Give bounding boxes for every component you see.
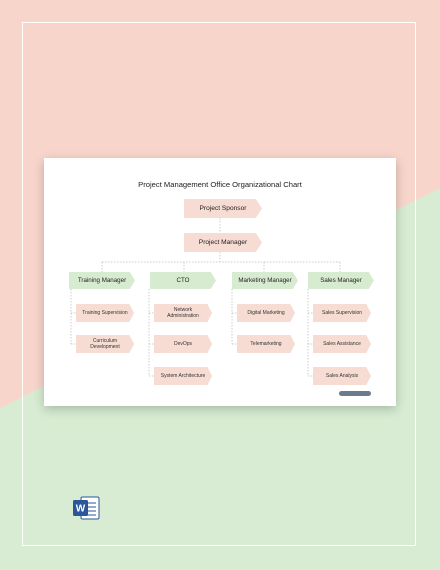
- node-system-architecture: System Architecture: [154, 367, 212, 385]
- template-logo-badge: [339, 391, 371, 396]
- node-sales-supervision: Sales Supervision: [313, 304, 371, 322]
- node-marketing-manager: Marketing Manager: [232, 272, 298, 289]
- node-sales-assistance: Sales Assistance: [313, 335, 371, 353]
- node-digital-marketing: Digital Marketing: [237, 304, 295, 322]
- node-project-manager: Project Manager: [184, 233, 262, 252]
- white-frame: [22, 22, 416, 546]
- node-training-manager: Training Manager: [69, 272, 135, 289]
- node-project-sponsor: Project Sponsor: [184, 199, 262, 218]
- node-curriculum-development: Curriculum Development: [76, 335, 134, 353]
- node-sales-analysis: Sales Analysis: [313, 367, 371, 385]
- node-devops: DevOps: [154, 335, 212, 353]
- node-cto: CTO: [150, 272, 216, 289]
- word-icon-letter: W: [76, 504, 86, 515]
- document-preview: Project Management Office Organizational…: [44, 158, 396, 406]
- chart-title: Project Management Office Organizational…: [138, 180, 302, 189]
- word-icon[interactable]: W: [72, 495, 100, 521]
- node-training-supervision: Training Supervision: [76, 304, 134, 322]
- node-network-administration: Network Administration: [154, 304, 212, 322]
- node-sales-manager: Sales Manager: [308, 272, 374, 289]
- node-telemarketing: Telemarketing: [237, 335, 295, 353]
